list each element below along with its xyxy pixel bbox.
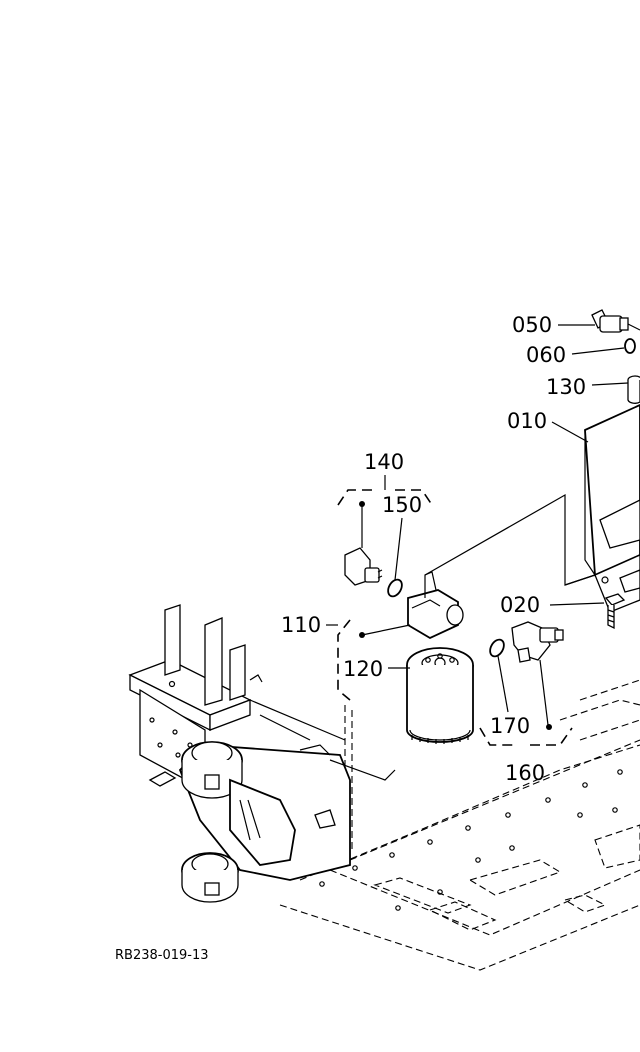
axle-housing: [178, 699, 396, 903]
label-170: 170: [490, 714, 530, 738]
chassis-frame: [279, 679, 640, 971]
o-ring-150: [387, 578, 403, 598]
fuel-filter-assembly-110: [337, 571, 474, 744]
fitting-050: [591, 309, 640, 333]
fuel-tank: [564, 404, 640, 613]
label-120: 120: [343, 657, 383, 681]
o-ring-060: [624, 338, 636, 354]
label-050: 050: [512, 313, 552, 337]
bolt-020: [604, 593, 626, 630]
label-110: 110: [281, 613, 321, 637]
front-bracket: [128, 604, 263, 792]
label-020: 020: [500, 593, 540, 617]
o-ring-170: [489, 638, 505, 658]
reference-code: RB238-019-13: [115, 948, 209, 963]
fitting-assembly-160: [479, 621, 573, 746]
label-130: 130: [546, 375, 586, 399]
label-010: 010: [507, 409, 547, 433]
leader-lines: [326, 324, 629, 713]
label-060: 060: [526, 343, 566, 367]
label-140: 140: [364, 450, 404, 474]
label-150: 150: [382, 493, 422, 517]
label-160: 160: [505, 761, 545, 785]
plug-130: [627, 375, 640, 404]
fitting-assembly-140: [337, 475, 433, 586]
fuel-line: [424, 493, 596, 586]
